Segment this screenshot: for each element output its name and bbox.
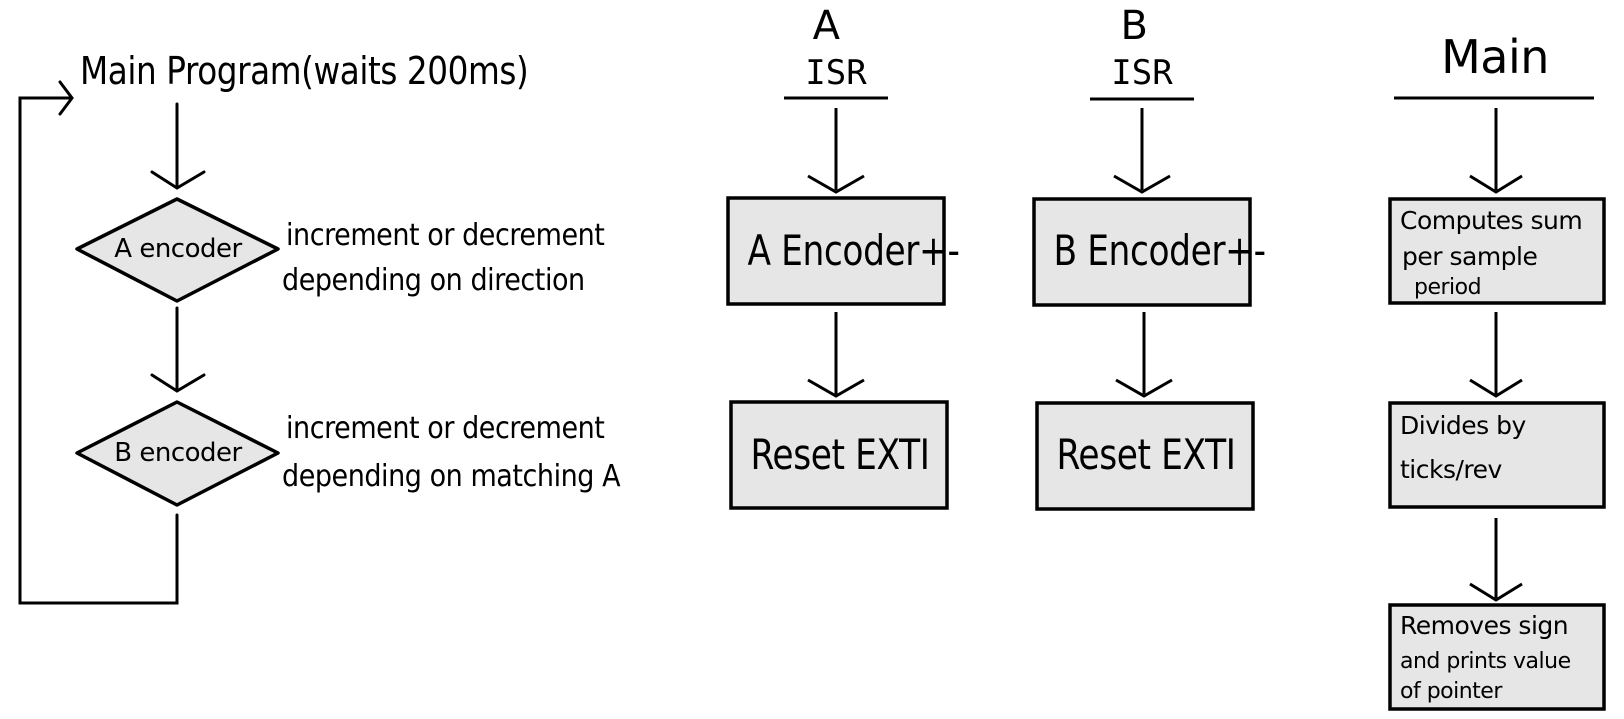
decision-a-encoder-label: A encoder [114,234,242,264]
main-column-title: Main [1441,30,1549,84]
loop-arrowhead [58,80,74,116]
arrowhead-isr-b-step1 [1113,174,1171,194]
decision-b-encoder-label: B encoder [114,438,242,468]
arrowhead-main-step1 [1469,174,1523,194]
arrowhead-a-encoder [150,170,206,190]
main-step1-line1: Computes sum [1400,206,1583,235]
main-step2-line2: ticks/rev [1400,455,1502,484]
isr-b-step1-text: B Encoder+- [1053,226,1266,275]
loop-back-connector [18,96,179,605]
isr-a-label: ISR [805,53,867,93]
isr-b-step2-box [1035,401,1255,511]
main-step2-box [1388,401,1606,509]
arrowhead-isr-a-step2 [807,378,865,398]
main-step2-line1: Divides by [1400,411,1526,440]
isr-a-step1-box [726,196,946,306]
isr-b-column [1090,97,1194,398]
arrowhead-b-encoder [150,373,206,393]
main-step3-line2: and prints value [1400,649,1571,674]
arrowhead-isr-a-step1 [807,174,865,194]
main-step1-box [1388,197,1606,305]
decision-a-note-line1: increment or decrement [286,218,605,253]
main-step3-line3: of pointer [1400,679,1502,704]
decision-b-note-line2: depending on matching A [282,459,621,494]
decision-b-note-line1: increment or decrement [286,411,605,446]
isr-a-column [784,96,888,398]
main-step1-line3: period [1414,275,1482,300]
main-program-title: Main Program(waits 200ms) [80,49,529,93]
main-step3-line1: Removes sign [1400,611,1569,640]
decision-a-note-line2: depending on direction [282,263,585,298]
arrowhead-isr-b-step2 [1115,378,1173,398]
isr-b-step2-text: Reset EXTI [1056,430,1236,479]
isr-a-step1-text: A Encoder+- [747,226,960,275]
isr-a-step2-box [729,400,949,510]
decision-b-encoder-shape [75,400,280,507]
isr-a-step2-text: Reset EXTI [750,430,930,479]
decision-a-encoder-shape [75,197,280,303]
arrowhead-main-step3 [1469,582,1523,602]
isr-b-label: ISR [1111,53,1173,93]
arrowhead-main-step2 [1469,378,1523,398]
main-step3-box [1388,603,1606,711]
main-program-loop [18,80,206,605]
isr-b-step1-box [1032,197,1252,307]
isr-b-letter: B [1120,3,1148,49]
main-step1-line2: per sample [1402,242,1538,271]
main-column [1394,96,1594,602]
isr-a-letter: A [812,3,840,49]
